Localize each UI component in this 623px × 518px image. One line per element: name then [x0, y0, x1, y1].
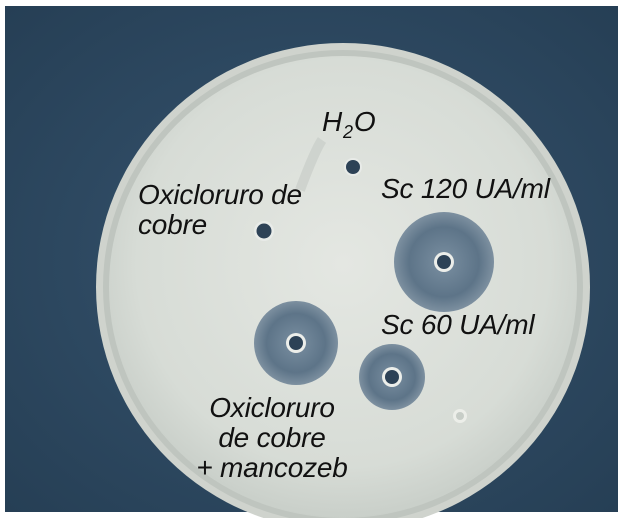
- label-sc-60: Sc 60 UA/ml: [381, 309, 535, 340]
- label-sc-120: Sc 120 UA/ml: [381, 173, 550, 204]
- label-water-subscript: 2: [343, 122, 353, 142]
- agar-surface: [109, 56, 577, 518]
- well-sc-120: [434, 252, 454, 272]
- label-water: H2O: [322, 106, 376, 147]
- label-copper-mancozeb: Oxicloruro de cobre + mancozeb: [182, 393, 362, 483]
- label-copper-oxychloride-line2: cobre: [138, 209, 208, 240]
- label-water-h: H: [322, 106, 343, 137]
- well-empty: [453, 409, 467, 423]
- label-water-o: O: [353, 106, 376, 137]
- well-copper-mancozeb: [286, 333, 306, 353]
- well-sc-60: [382, 367, 402, 387]
- well-water: [344, 158, 362, 176]
- label-copper-oxychloride-line1: Oxicloruro de: [138, 179, 302, 210]
- label-copper-mancozeb-line2: de cobre: [218, 422, 326, 453]
- well-copper-oxychloride: [254, 221, 274, 241]
- label-copper-oxychloride: Oxicloruro de cobre: [138, 180, 302, 240]
- label-copper-mancozeb-line1: Oxicloruro: [209, 392, 335, 423]
- label-copper-mancozeb-line3: + mancozeb: [196, 452, 348, 483]
